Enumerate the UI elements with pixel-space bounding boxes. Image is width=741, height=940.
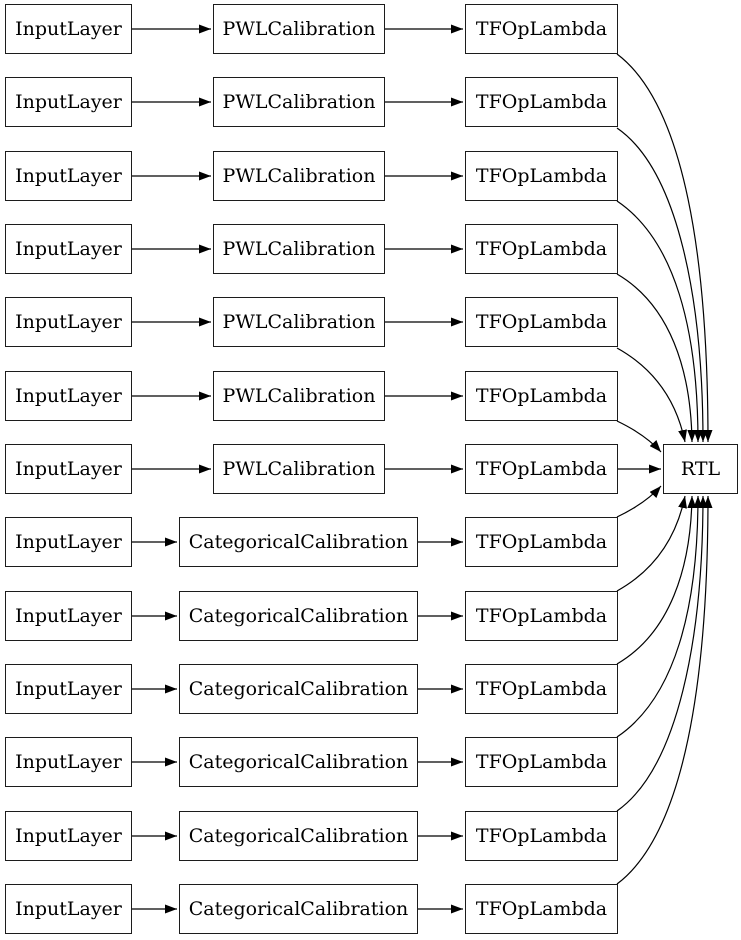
node-input-layer: InputLayer xyxy=(5,371,132,421)
node-tfop-lambda: TFOpLambda xyxy=(465,77,618,127)
edge-lambda-to-rtl xyxy=(616,495,697,665)
node-pwl-calibration: PWLCalibration xyxy=(213,444,385,494)
node-input-layer: InputLayer xyxy=(5,884,132,934)
node-input-layer: InputLayer xyxy=(5,811,132,861)
edge-lambda-to-rtl xyxy=(616,347,687,443)
node-tfop-lambda: TFOpLambda xyxy=(465,151,618,201)
node-categorical-calibration: CategoricalCalibration xyxy=(179,517,418,567)
node-categorical-calibration: CategoricalCalibration xyxy=(179,884,418,934)
edge-lambda-to-rtl xyxy=(616,485,662,518)
node-tfop-lambda: TFOpLambda xyxy=(465,371,618,421)
node-tfop-lambda: TFOpLambda xyxy=(465,4,618,54)
edge-lambda-to-rtl xyxy=(616,495,687,592)
edge-lambda-to-rtl xyxy=(616,273,697,443)
node-categorical-calibration: CategoricalCalibration xyxy=(179,664,418,714)
node-tfop-lambda: TFOpLambda xyxy=(465,517,618,567)
node-input-layer: InputLayer xyxy=(5,591,132,641)
edge-lambda-to-rtl xyxy=(616,200,703,443)
node-tfop-lambda: TFOpLambda xyxy=(465,737,618,787)
node-input-layer: InputLayer xyxy=(5,4,132,54)
node-categorical-calibration: CategoricalCalibration xyxy=(179,737,418,787)
node-tfop-lambda: TFOpLambda xyxy=(465,884,618,934)
node-input-layer: InputLayer xyxy=(5,224,132,274)
node-input-layer: InputLayer xyxy=(5,151,132,201)
node-pwl-calibration: PWLCalibration xyxy=(213,4,385,54)
node-tfop-lambda: TFOpLambda xyxy=(465,811,618,861)
edge-lambda-to-rtl xyxy=(616,420,662,453)
node-pwl-calibration: PWLCalibration xyxy=(213,371,385,421)
edge-lambda-to-rtl xyxy=(616,495,708,812)
node-categorical-calibration: CategoricalCalibration xyxy=(179,811,418,861)
node-pwl-calibration: PWLCalibration xyxy=(213,77,385,127)
node-rtl: RTL xyxy=(663,444,738,494)
edge-lambda-to-rtl xyxy=(616,495,713,885)
node-input-layer: InputLayer xyxy=(5,444,132,494)
edge-lambda-to-rtl xyxy=(616,495,703,738)
node-tfop-lambda: TFOpLambda xyxy=(465,297,618,347)
node-categorical-calibration: CategoricalCalibration xyxy=(179,591,418,641)
node-tfop-lambda: TFOpLambda xyxy=(465,224,618,274)
node-pwl-calibration: PWLCalibration xyxy=(213,297,385,347)
edge-lambda-to-rtl xyxy=(616,127,708,443)
node-input-layer: InputLayer xyxy=(5,77,132,127)
edge-lambda-to-rtl xyxy=(616,53,713,443)
node-pwl-calibration: PWLCalibration xyxy=(213,224,385,274)
node-input-layer: InputLayer xyxy=(5,737,132,787)
node-input-layer: InputLayer xyxy=(5,297,132,347)
node-input-layer: InputLayer xyxy=(5,517,132,567)
node-pwl-calibration: PWLCalibration xyxy=(213,151,385,201)
node-tfop-lambda: TFOpLambda xyxy=(465,591,618,641)
node-tfop-lambda: TFOpLambda xyxy=(465,664,618,714)
node-input-layer: InputLayer xyxy=(5,664,132,714)
node-tfop-lambda: TFOpLambda xyxy=(465,444,618,494)
